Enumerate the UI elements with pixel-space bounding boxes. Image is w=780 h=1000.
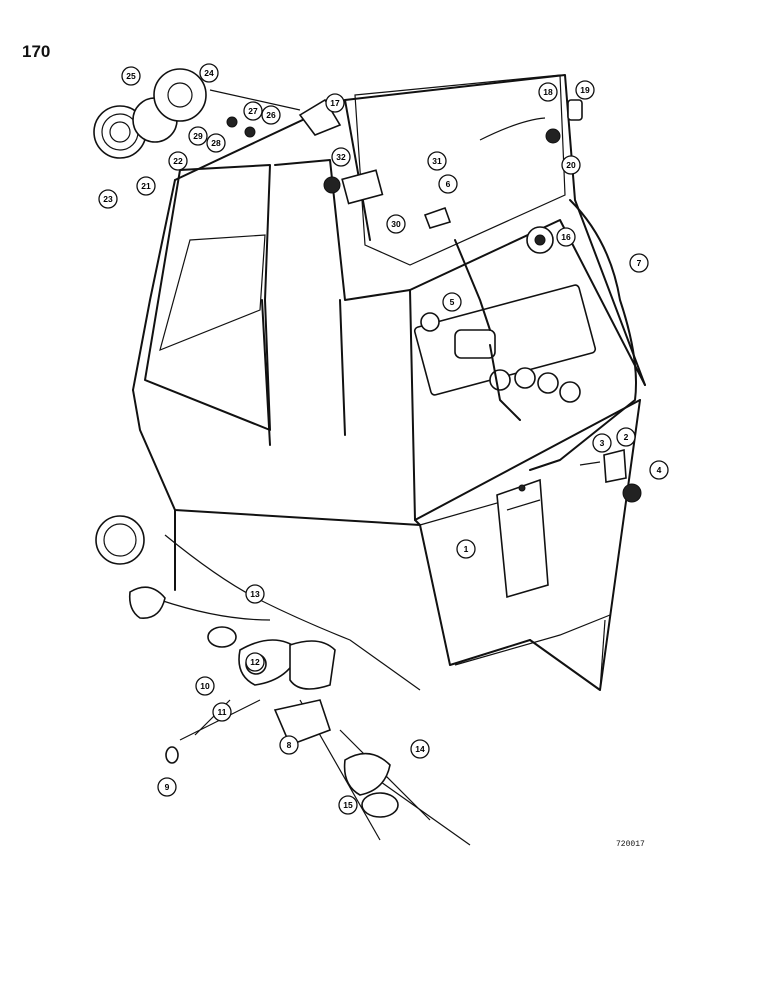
callout-24: 24: [199, 63, 219, 83]
clamp-parts: [323, 99, 642, 503]
callout-25: 25: [121, 66, 141, 86]
callout-27: 27: [243, 101, 263, 121]
callout-23: 23: [98, 189, 118, 209]
callout-7: 7: [629, 253, 649, 273]
callout-number: 31: [432, 156, 442, 166]
callout-number: 21: [141, 181, 151, 191]
callout-number: 22: [173, 156, 183, 166]
callout-number: 27: [248, 106, 258, 116]
light-assembly: [93, 68, 342, 159]
callout-number: 20: [566, 160, 576, 170]
callout-28: 28: [206, 133, 226, 153]
callout-number: 15: [343, 800, 353, 810]
callout-22: 22: [168, 151, 188, 171]
callout-number: 18: [543, 87, 553, 97]
callout-number: 5: [450, 297, 455, 307]
callout-5: 5: [442, 292, 462, 312]
callout-17: 17: [325, 93, 345, 113]
callout-6: 6: [438, 174, 458, 194]
callout-number: 7: [637, 258, 642, 268]
callout-labels: 1 2 3 4 5 6 7 8 9 10 11 12 13 14 15 16 1…: [98, 63, 669, 815]
callout-9: 9: [157, 777, 177, 797]
callout-15: 15: [338, 795, 358, 815]
callout-number: 14: [415, 744, 425, 754]
figure-code: 720017: [616, 840, 645, 849]
callout-number: 24: [204, 68, 214, 78]
callout-2: 2: [616, 427, 636, 447]
callout-20: 20: [561, 155, 581, 175]
callout-14: 14: [410, 739, 430, 759]
callout-number: 30: [391, 219, 401, 229]
callout-12: 12: [245, 652, 265, 672]
callout-number: 17: [330, 98, 340, 108]
callout-number: 28: [211, 138, 221, 148]
wire-harness: [159, 89, 637, 846]
callout-19: 19: [575, 80, 595, 100]
dashboard-gauges: [413, 284, 597, 421]
callout-1: 1: [456, 539, 476, 559]
callout-number: 1: [464, 544, 469, 554]
callout-number: 23: [103, 194, 113, 204]
callout-number: 32: [336, 152, 346, 162]
callout-10: 10: [195, 676, 215, 696]
callout-18: 18: [538, 82, 558, 102]
callout-30: 30: [386, 214, 406, 234]
callout-number: 12: [250, 657, 260, 667]
callout-number: 29: [193, 131, 203, 141]
callout-number: 2: [624, 432, 629, 442]
callout-number: 3: [600, 438, 605, 448]
callout-16: 16: [556, 227, 576, 247]
callout-29: 29: [188, 126, 208, 146]
callout-4: 4: [649, 460, 669, 480]
callout-21: 21: [136, 176, 156, 196]
callout-3: 3: [592, 433, 612, 453]
cab-frame: [132, 74, 646, 691]
callout-number: 16: [561, 232, 571, 242]
dome-light: [526, 226, 554, 254]
callout-number: 10: [200, 681, 210, 691]
callout-26: 26: [261, 105, 281, 125]
callout-number: 6: [446, 179, 451, 189]
callout-11: 11: [212, 702, 232, 722]
callout-32: 32: [331, 147, 351, 167]
callout-number: 9: [165, 782, 170, 792]
callout-number: 4: [657, 465, 662, 475]
callout-31: 31: [427, 151, 447, 171]
callout-number: 13: [250, 589, 260, 599]
callout-number: 26: [266, 110, 276, 120]
page-number: 170: [22, 42, 51, 61]
callout-number: 11: [218, 707, 227, 717]
callout-13: 13: [245, 584, 265, 604]
callout-number: 19: [580, 85, 590, 95]
control-box: [496, 478, 549, 599]
callout-number: 25: [126, 71, 136, 81]
switches-and-gauges: [95, 515, 399, 818]
callout-number: 8: [287, 740, 292, 750]
callout-8: 8: [279, 735, 299, 755]
